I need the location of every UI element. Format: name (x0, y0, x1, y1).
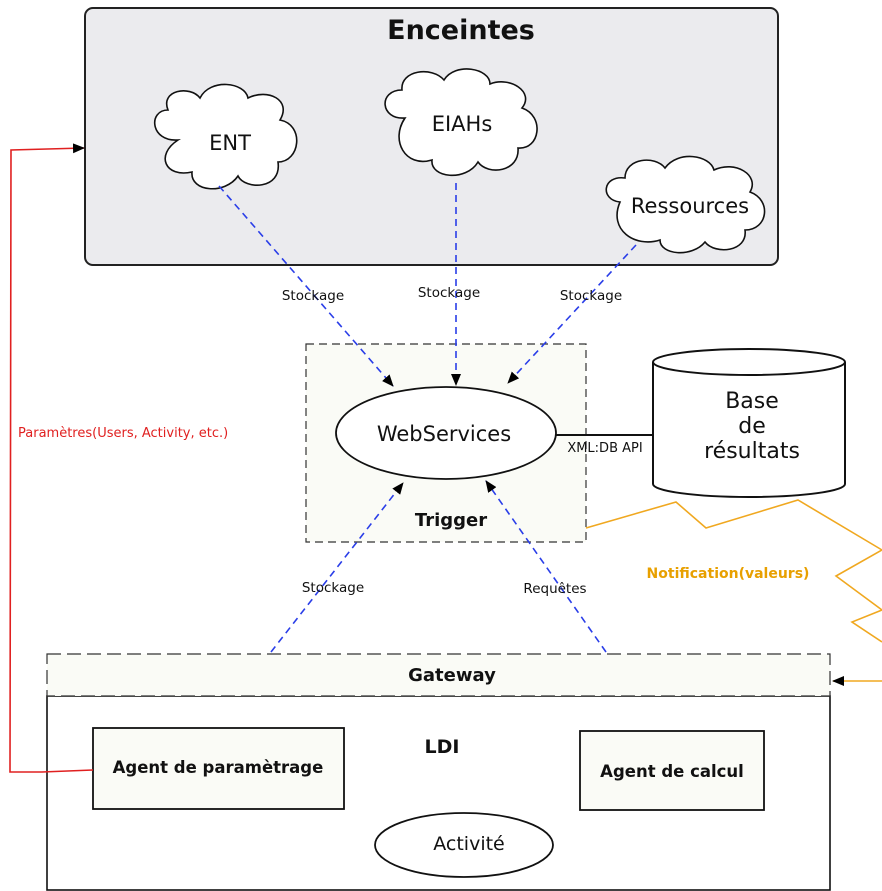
notification-signal: Notification(valeurs) (585, 499, 882, 686)
cloud-eiahs-label: EIAHs (432, 112, 493, 136)
label-stockage-eiahs: Stockage (418, 285, 480, 301)
activite-node: Activité (374, 812, 554, 878)
cloud-ressources-label: Ressources (631, 194, 749, 218)
agent-parametrage-label: Agent de paramètrage (113, 758, 324, 777)
cloud-ent-label: ENT (209, 131, 251, 155)
gateway-label: Gateway (408, 665, 496, 686)
agent-calcul-label: Agent de calcul (600, 762, 744, 781)
cloud-eiahs: EIAHs (384, 68, 538, 177)
label-stockage-ressources: Stockage (560, 288, 622, 304)
storage-arrows (218, 183, 637, 653)
label-requetes: Requêtes (523, 581, 586, 597)
label-stockage-gateway: Stockage (302, 580, 364, 596)
parametres-label: Paramètres(Users, Activity, etc.) (18, 426, 228, 441)
activite-label: Activité (433, 833, 505, 855)
gateway-bar: Gateway (46, 653, 831, 697)
cloud-ressources: Ressources (605, 155, 766, 254)
xmldb-label: XML:DB API (567, 441, 642, 456)
xmldb-connector: XML:DB API (556, 434, 653, 456)
label-stockage-ent: Stockage (282, 288, 344, 304)
enceintes-title: Enceintes (387, 15, 535, 46)
trigger-label: Trigger (415, 510, 487, 531)
agent-parametrage-box: Agent de paramètrage (92, 727, 345, 810)
cloud-ent: ENT (153, 83, 298, 190)
agent-calcul-box: Agent de calcul (579, 730, 765, 811)
database-label-line3: résultats (704, 439, 800, 464)
database-node: Base de résultats (652, 348, 846, 498)
arrow-ent-webservices (218, 185, 394, 387)
arrow-requetes-webservices (485, 480, 607, 653)
arrow-ressources-webservices (507, 244, 637, 384)
parametres-feedback: Paramètres(Users, Activity, etc.) (9, 143, 228, 773)
notification-label: Notification(valeurs) (647, 566, 810, 582)
database-label-line1: Base (725, 389, 779, 414)
webservices-label: WebServices (377, 422, 511, 446)
ldi-title: LDI (425, 736, 460, 758)
database-label-line2: de (738, 414, 766, 439)
webservices-node: WebServices (335, 386, 557, 480)
